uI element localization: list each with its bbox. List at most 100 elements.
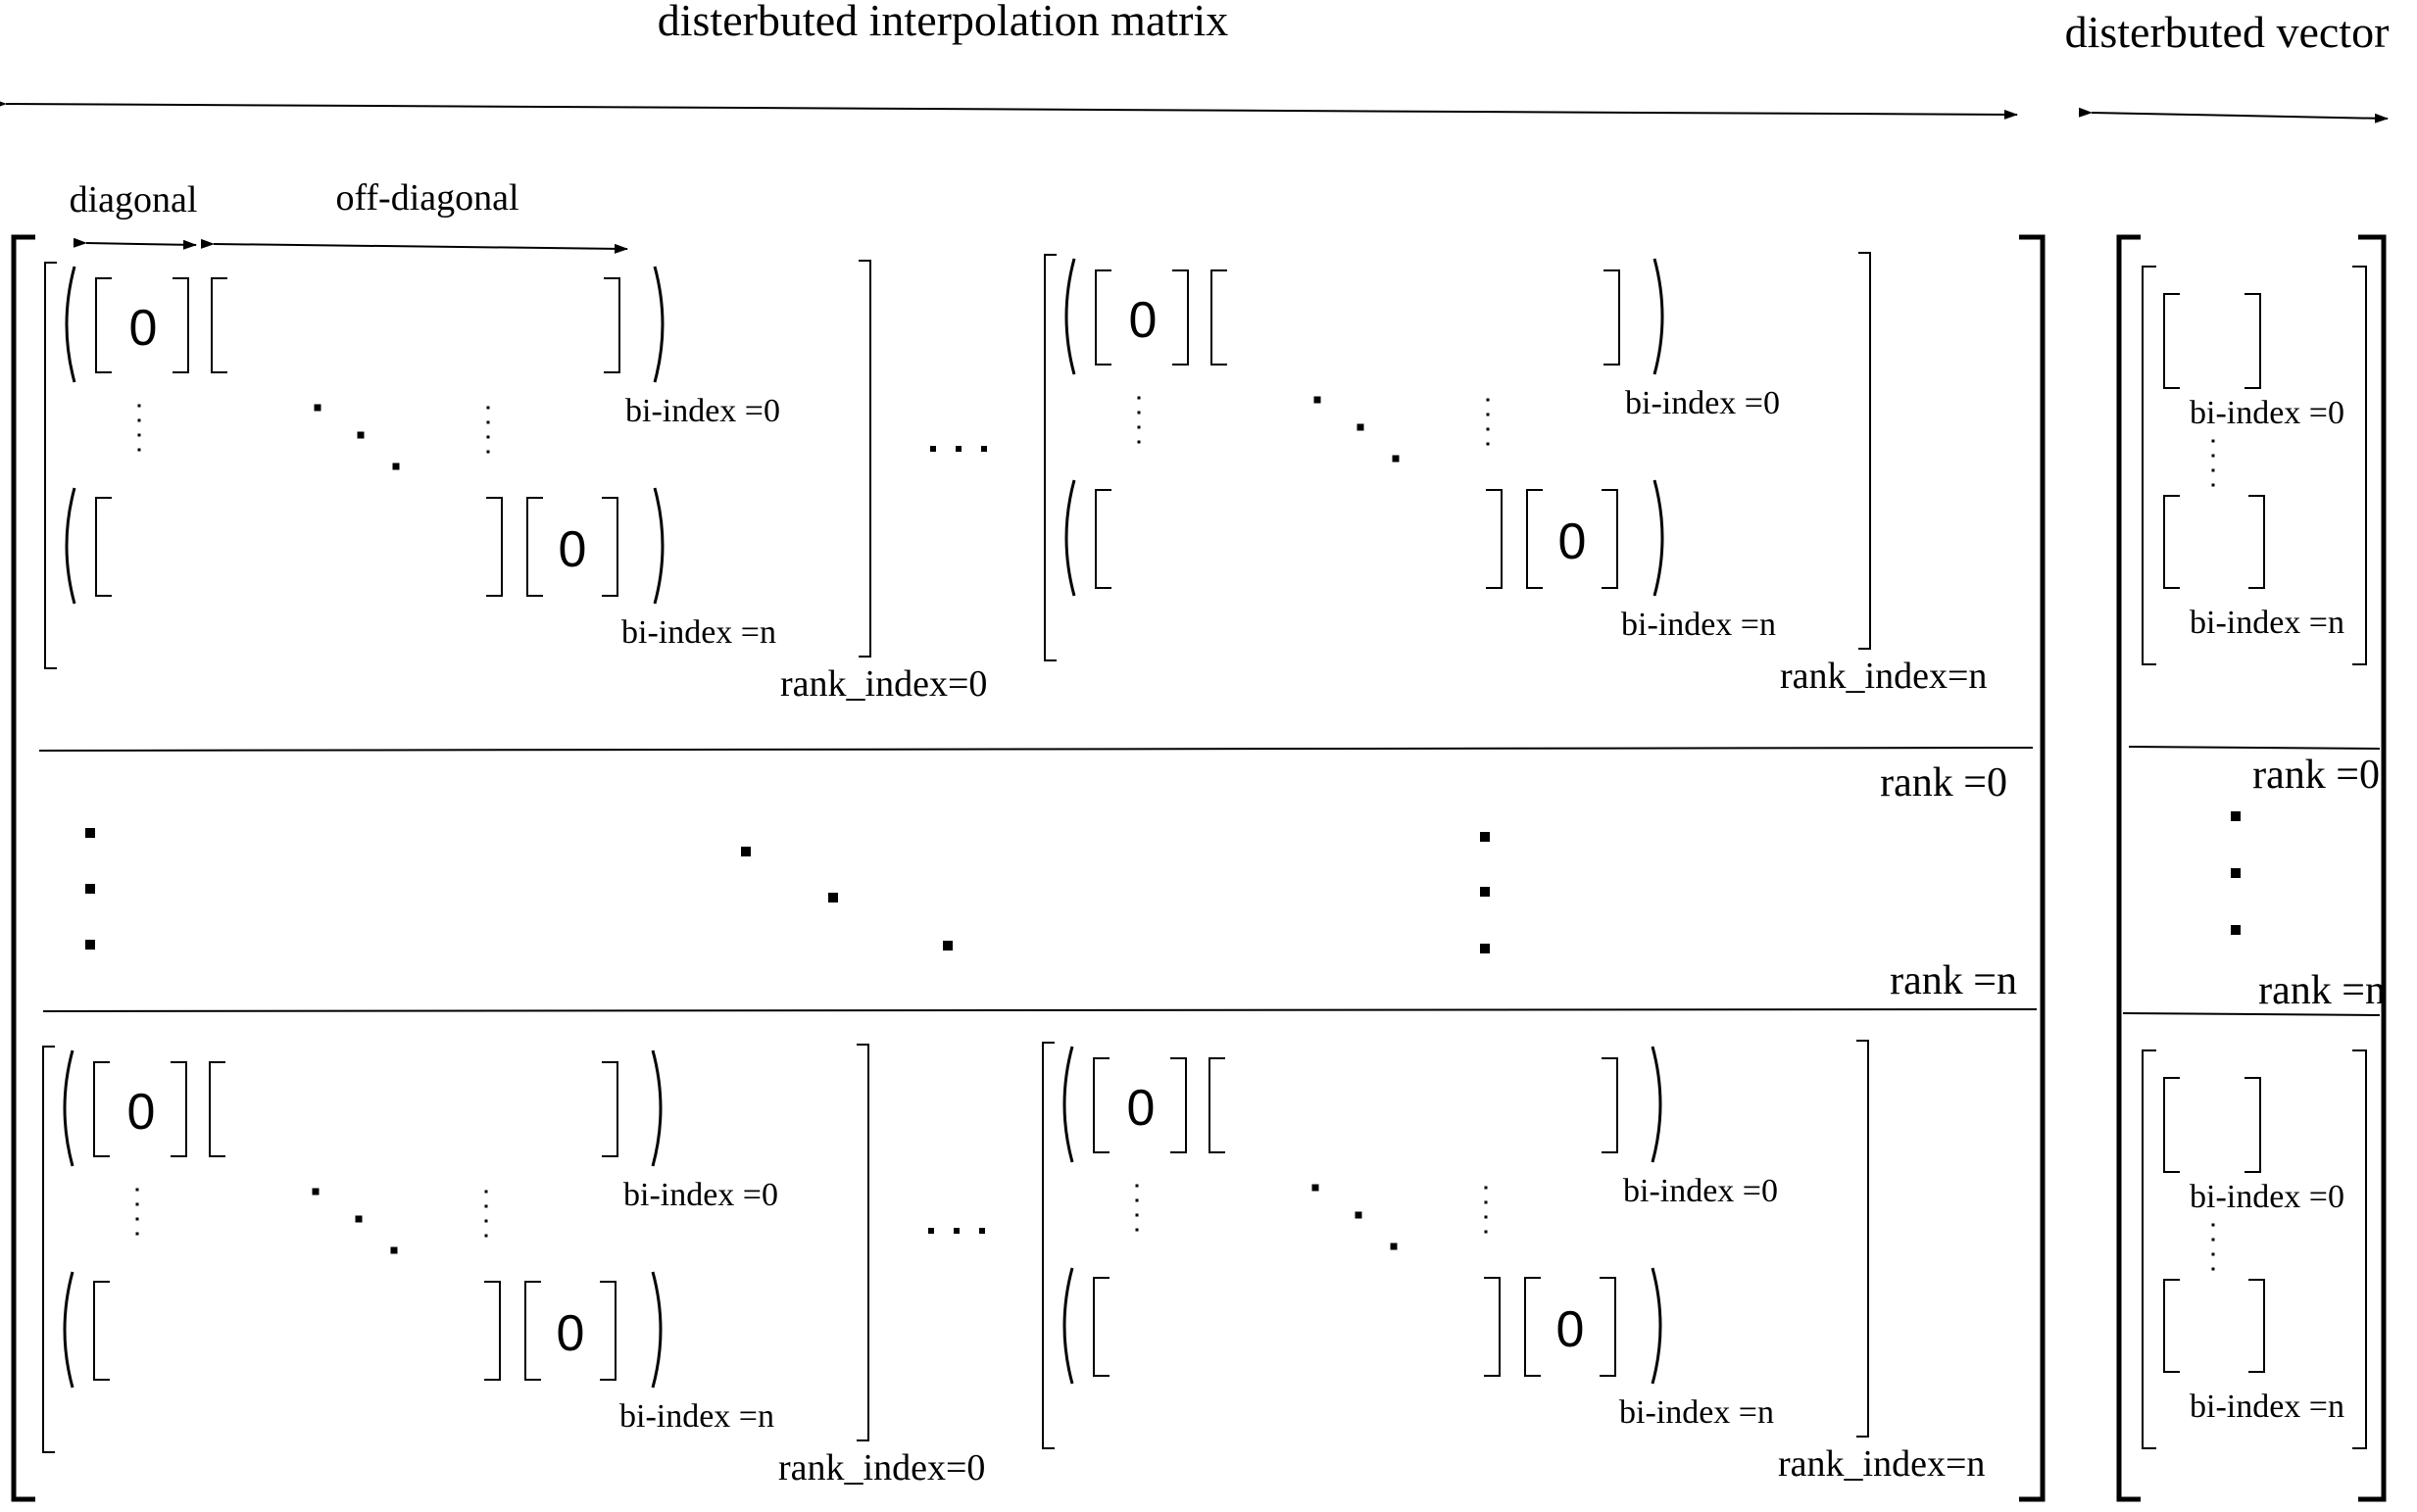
left-square-bracket xyxy=(2163,495,2180,589)
ellipsis-dot xyxy=(486,420,490,424)
right-paren xyxy=(1652,479,1664,597)
right-square-bracket xyxy=(1170,1057,1187,1153)
right-paren xyxy=(653,266,665,383)
ellipsis-dot xyxy=(981,446,987,452)
vector-segment-rankn: bi-index =0bi-index =n xyxy=(2142,1049,2367,1449)
ellipsis-dot xyxy=(1135,1184,1139,1188)
right-square-bracket xyxy=(604,277,620,373)
offdiagonal-vertical-ellipsis xyxy=(1484,1186,1488,1234)
right-square-bracket xyxy=(2244,293,2261,389)
ellipsis-dot xyxy=(979,1228,985,1234)
left-square-bracket xyxy=(2163,1279,2180,1373)
ellipsis-dot xyxy=(486,406,490,410)
right-square-bracket xyxy=(1602,1057,1618,1153)
ellipsis-dot xyxy=(357,431,365,439)
ellipsis-dot xyxy=(390,1246,398,1254)
left-paren xyxy=(65,487,76,605)
ellipsis-dot xyxy=(1484,1186,1488,1190)
ellipsis-dot xyxy=(135,1202,139,1206)
ellipsis-dot xyxy=(928,1228,934,1234)
rank-n-label: rank =n xyxy=(1890,958,2017,1003)
matrix-width-arrow xyxy=(0,98,2018,120)
ellipsis-dot xyxy=(355,1215,363,1223)
ellipsis-dot xyxy=(2211,483,2215,487)
off-diagonal-width-arrow xyxy=(200,238,628,254)
left-square-bracket xyxy=(1093,1057,1110,1153)
bi-index-0-label: bi-index =0 xyxy=(623,1177,778,1213)
left-square-bracket xyxy=(95,277,112,373)
rank-index-label: rank_index=0 xyxy=(778,1447,985,1488)
right-paren xyxy=(651,1049,663,1167)
ellipsis-dot xyxy=(137,433,141,437)
right-square-bracket xyxy=(486,497,503,597)
ellipsis-dot xyxy=(137,404,141,408)
right-square-bracket xyxy=(1602,489,1618,589)
bi-index-0-label: bi-index =0 xyxy=(1623,1173,1778,1209)
diagonal-vertical-ellipsis xyxy=(137,404,141,452)
offdiagonal-diagonal-ellipsis xyxy=(312,1188,398,1254)
ellipsis-dot xyxy=(1135,1228,1139,1232)
left-square-bracket xyxy=(93,1281,110,1381)
offdiagonal-diagonal-ellipsis xyxy=(314,404,400,470)
ellipsis-dot xyxy=(392,463,400,470)
left-square-bracket xyxy=(2163,1077,2180,1173)
ellipsis-dot xyxy=(2211,454,2215,458)
block-left-bracket xyxy=(1042,1042,1055,1449)
bi-index-n-row: 0bi-index =n xyxy=(63,1271,774,1435)
rank-index-label: rank_index=n xyxy=(1780,656,1987,697)
left-square-bracket xyxy=(1095,269,1111,366)
bi-index-n-label: bi-index =n xyxy=(1619,1394,1774,1431)
left-square-bracket xyxy=(526,497,543,597)
vector-middle-ellipsis xyxy=(2231,811,2241,935)
matrix-title: disterbuted interpolation matrix xyxy=(658,0,1229,45)
zero-diagonal-entry: 0 xyxy=(1129,292,1158,349)
vector-vertical-ellipsis xyxy=(2211,1223,2215,1271)
left-square-bracket xyxy=(1095,489,1111,589)
ellipsis-dot xyxy=(1137,411,1141,415)
diagonal-vertical-ellipsis xyxy=(1135,1184,1139,1232)
ellipsis-dot xyxy=(135,1217,139,1221)
bi-index-0-row: 0bi-index =0 xyxy=(65,266,780,429)
bi-index-n-row: 0bi-index =n xyxy=(1062,1267,1774,1431)
bi-index-n-label: bi-index =n xyxy=(2190,1389,2344,1425)
ellipsis-dot xyxy=(1311,1184,1319,1192)
offdiagonal-vertical-ellipsis xyxy=(486,406,490,454)
right-paren xyxy=(653,487,665,605)
vector-segment-rank0: bi-index =0bi-index =n xyxy=(2142,266,2367,665)
ellipsis-dot xyxy=(2211,468,2215,472)
ellipsis-dot xyxy=(930,446,936,452)
ellipsis-dot xyxy=(954,1228,960,1234)
ellipsis-dot xyxy=(1356,423,1364,431)
zero-diagonal-entry: 0 xyxy=(1127,1080,1156,1137)
horizontal-ellipsis-rankn xyxy=(928,1228,985,1234)
right-paren xyxy=(651,1271,663,1389)
right-square-bracket xyxy=(1486,489,1503,589)
vector-block-left-bracket xyxy=(2142,1049,2156,1449)
zero-diagonal-entry: 0 xyxy=(557,1305,585,1362)
ellipsis-dot xyxy=(137,418,141,422)
vector-title: disterbuted vector xyxy=(2065,7,2390,57)
bi-index-0-label: bi-index =0 xyxy=(2190,395,2344,431)
ellipsis-dot xyxy=(1486,442,1490,446)
block-right-bracket xyxy=(859,260,871,658)
block-left-bracket xyxy=(1044,254,1057,661)
ellipsis-dot xyxy=(2211,1267,2215,1271)
bi-index-0-row: 0 bi-index =0 xyxy=(1062,1046,1778,1209)
zero-diagonal-entry: 0 xyxy=(559,521,587,578)
vector-block-right-bracket xyxy=(2352,1049,2367,1449)
offdiagonal-diagonal-ellipsis xyxy=(1313,396,1400,463)
outer-matrix-bracket xyxy=(11,234,2046,1502)
left-paren xyxy=(1062,1267,1074,1385)
block-right-bracket xyxy=(1858,252,1871,650)
ellipsis-dot xyxy=(484,1190,488,1194)
ellipsis-dot xyxy=(1137,396,1141,400)
right-paren xyxy=(1651,1267,1662,1385)
ellipsis-dot xyxy=(2211,1252,2215,1256)
diagonal-label: diagonal xyxy=(70,179,198,220)
ellipsis-dot xyxy=(484,1234,488,1238)
left-square-bracket xyxy=(1093,1277,1110,1377)
ellipsis-dot xyxy=(1484,1215,1488,1219)
right-square-bracket xyxy=(1600,1277,1616,1377)
middle-vertical-ellipsis-right xyxy=(1480,832,1490,953)
